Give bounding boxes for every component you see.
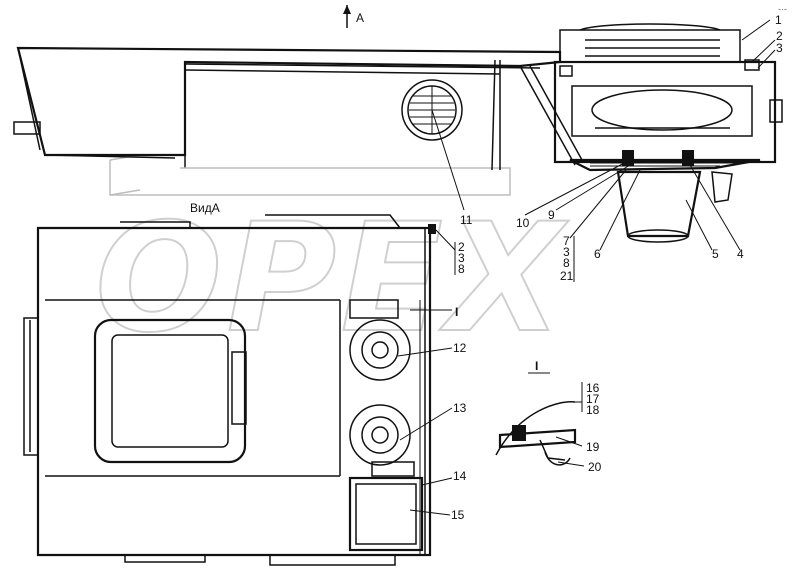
fan-12	[349, 299, 411, 381]
callout-12: 12	[453, 341, 467, 355]
callout-14: 14	[453, 469, 467, 483]
callouts-detail: 16 17 18 19 20	[586, 381, 602, 474]
corner-mark: -·-	[778, 4, 787, 14]
detail-i-label: I	[535, 359, 538, 373]
callout-17: 17	[586, 392, 600, 406]
leaders-plan	[397, 229, 456, 516]
callout-3c: 3	[458, 251, 465, 265]
callout-20: 20	[588, 460, 602, 474]
callouts-top: 1 2 3 11 10 9 6 5 4 7 3 8 21	[460, 13, 783, 283]
plan-view	[23, 214, 436, 566]
callouts-plan: 2 3 8 I 12 13 14 15	[451, 240, 467, 522]
callout-group-7-3-8-21: 7 3 8 21	[560, 234, 575, 283]
callout-3b: 3	[563, 245, 570, 259]
callout-4: 4	[737, 247, 744, 261]
callout-13: 13	[453, 401, 467, 415]
fan-13	[349, 404, 415, 477]
callout-1: 1	[775, 13, 782, 27]
callout-group-16-17-18: 16 17 18	[586, 381, 600, 417]
callout-18: 18	[586, 403, 600, 417]
callout-7: 7	[563, 234, 570, 248]
callout-15: 15	[451, 508, 465, 522]
watermark: OPEX	[94, 154, 569, 367]
callout-16: 16	[586, 381, 600, 395]
callout-2: 2	[776, 29, 783, 43]
side-view	[13, 23, 783, 243]
callout-9: 9	[548, 208, 555, 222]
leaders-top	[431, 19, 776, 251]
callout-6: 6	[594, 247, 601, 261]
box-15	[348, 476, 424, 552]
callout-5: 5	[712, 247, 719, 261]
fan-unit	[553, 23, 783, 243]
callout-8b: 8	[458, 262, 465, 276]
detail-i: I	[495, 359, 585, 467]
callout-11: 11	[460, 213, 473, 227]
view-arrow-label: A	[356, 11, 364, 25]
section-mark: I	[455, 305, 458, 319]
view-arrow-a: A	[343, 5, 364, 28]
callout-10: 10	[516, 216, 530, 230]
callout-group-2-3-8: 2 3 8	[454, 240, 465, 276]
callout-21: 21	[560, 269, 574, 283]
ventilation-grille	[401, 79, 463, 141]
watermark-text: OPEX	[95, 192, 569, 366]
callout-3: 3	[776, 41, 783, 55]
callout-2b: 2	[458, 240, 465, 254]
callout-8: 8	[563, 256, 570, 270]
callout-19: 19	[586, 440, 600, 454]
view-a-title: ВидА	[190, 201, 220, 215]
